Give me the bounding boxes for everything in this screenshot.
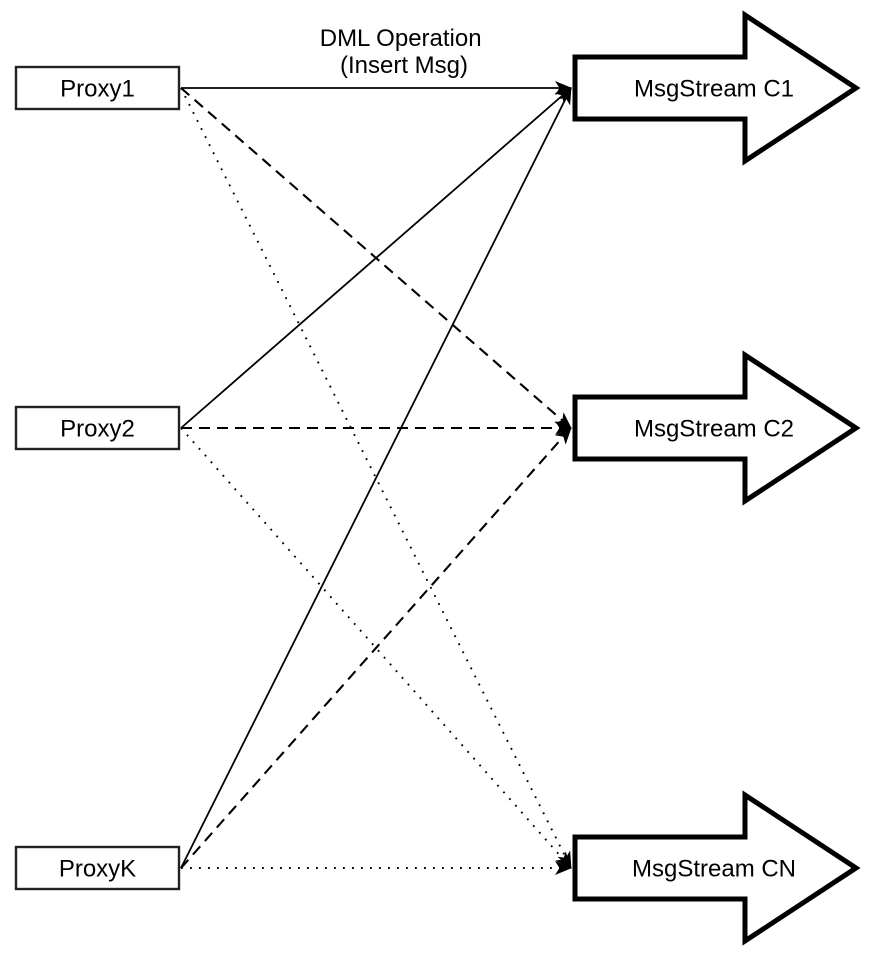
proxy-node-proxy2: Proxy2 — [14, 405, 181, 451]
block-arrow-shape — [572, 790, 861, 946]
msgstream-arrow-c2: MsgStream C2 — [572, 350, 861, 506]
edge-proxy1-cn — [180, 87, 572, 869]
msgstream-arrow-cn: MsgStream CN — [572, 790, 861, 946]
block-arrow-shape — [572, 10, 861, 166]
edge-proxyk-c1 — [180, 87, 572, 869]
dml-operation-line1: DML Operation — [320, 25, 482, 52]
block-arrow-shape — [572, 350, 861, 506]
proxy-box — [14, 65, 181, 111]
proxy-label: ProxyK — [59, 856, 136, 883]
msgstream-label: MsgStream C2 — [634, 416, 794, 443]
proxy-label: Proxy2 — [60, 416, 135, 443]
edge-proxy2-c1 — [180, 87, 572, 429]
proxy-node-proxy1: Proxy1 — [14, 65, 181, 111]
edge-proxyk-c2 — [180, 427, 572, 869]
edges-layer — [180, 81, 572, 875]
msgstream-label: MsgStream CN — [632, 856, 796, 883]
msgstream-arrow-c1: MsgStream C1 — [572, 10, 861, 166]
proxy-node-proxyk: ProxyK — [14, 845, 181, 891]
proxy-box — [14, 845, 181, 891]
dml-operation-label: DML Operation (Insert Msg) — [320, 25, 489, 79]
msgstream-label: MsgStream C1 — [634, 76, 794, 103]
dml-operation-line2: (Insert Msg) — [340, 52, 468, 79]
proxy-box — [14, 405, 181, 451]
proxy-label: Proxy1 — [60, 76, 135, 103]
